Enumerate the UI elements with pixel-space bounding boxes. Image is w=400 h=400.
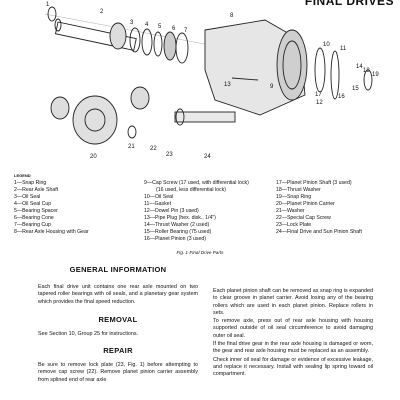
- gasket: [330, 50, 340, 100]
- callout-18: 18: [363, 68, 370, 74]
- legend-item: 19—Snap Ring: [276, 194, 312, 200]
- planet-pinion-carrier: [72, 95, 118, 145]
- callout-6: 6: [172, 26, 176, 32]
- bearing-cup: [175, 32, 189, 64]
- section-heading-general-information: GENERAL INFORMATION: [69, 265, 167, 274]
- callout-22: 22: [150, 146, 157, 152]
- callout-20: 20: [90, 154, 97, 160]
- legend-item: 23—Lock Plate: [276, 222, 312, 228]
- paragraph: Check inner oil seal for damage or evide…: [213, 356, 373, 378]
- legend-item: 24—Final Drive and Sun Pinion Shaft: [276, 229, 362, 235]
- legend-item: 15—Roller Bearing (75 used): [144, 229, 212, 235]
- callout-4: 4: [145, 22, 149, 28]
- callout-21: 21: [128, 144, 135, 150]
- section-heading-removal: REMOVAL: [98, 314, 138, 324]
- legend-item: 10—Oil Seal: [144, 194, 174, 200]
- cap-screw: [231, 77, 259, 81]
- general-information-text: Each final drive unit contains one rear …: [38, 284, 198, 305]
- rear-axle-shaft: [54, 18, 137, 51]
- legend-column-2: 9—Cap Screw (17 used, with differential …: [144, 180, 249, 243]
- snap-ring: [47, 6, 57, 22]
- callout-3: 3: [130, 20, 134, 26]
- legend-title: LEGEND: [14, 173, 31, 178]
- callout-8: 8: [230, 13, 234, 19]
- legend-item: 8—Rear Axle Housing with Gear: [14, 229, 89, 235]
- legend-item: (16 used, less differential lock): [156, 187, 226, 193]
- callout-5: 5: [158, 24, 162, 30]
- legend-item: 5—Bearing Spacer: [14, 208, 58, 214]
- legend-item: 18—Thrust Washer: [276, 187, 321, 193]
- legend-item: 16—Planet Pinion (3 used): [144, 236, 206, 242]
- callout-9: 9: [270, 84, 274, 90]
- planet-pinion: [130, 86, 150, 110]
- callout-23: 23: [166, 152, 173, 158]
- part-callouts: 1 2 3 4 5 6 7 8 9 10 11 12 13 14 15 16 1…: [46, 2, 379, 160]
- legend-item: 6—Bearing Cone: [14, 215, 54, 221]
- legend-item: 14—Thrust Washer (2 used): [144, 222, 210, 228]
- legend-column-3: 17—Planet Pinion Shaft (3 used) 18—Thrus…: [276, 180, 362, 236]
- legend-item: 2—Rear Axle Shaft: [14, 187, 59, 193]
- paragraph: Each planet pinion shaft can be removed …: [213, 288, 373, 316]
- legend-item: 17—Planet Pinion Shaft (3 used): [276, 180, 352, 186]
- legend-item: 20—Planet Pinion Carrier: [276, 201, 335, 207]
- paragraph: If the final drive gear in the rear axle…: [213, 341, 373, 355]
- callout-7: 7: [184, 28, 188, 34]
- removal-text: See Section 10, Group 25 for instruction…: [38, 330, 139, 337]
- legend-item: 3—Oil Seal: [14, 194, 41, 200]
- section-heading-repair: REPAIR: [103, 346, 133, 356]
- figure-caption: Fig. 1-Final Drive Parts: [176, 250, 224, 255]
- page-title: FINAL DRIVES: [304, 0, 394, 8]
- legend-item: 4—Oil Seal Cup: [14, 201, 52, 207]
- callout-11: 11: [340, 46, 347, 52]
- callout-10: 10: [323, 42, 330, 48]
- callout-19: 19: [372, 72, 379, 78]
- oil-seal: [129, 27, 141, 53]
- repair-text: Be sure to remove lock plate (23, Fig. 1…: [38, 362, 198, 383]
- text-column-right: Each planet pinion shaft can be removed …: [213, 288, 373, 379]
- callout-15: 15: [352, 86, 359, 92]
- legend-item: 13—Pipe Plug (hex. disk., 1/4"): [144, 215, 216, 221]
- legend-item: 7—Bearing Cup: [14, 222, 51, 228]
- washer: [127, 125, 137, 139]
- legend-item: 9—Cap Screw (17 used, with differential …: [144, 180, 249, 186]
- callout-17: 17: [315, 92, 322, 98]
- callout-12: 12: [316, 100, 323, 106]
- paragraph: To remove axle, press out of rear axle h…: [213, 318, 373, 339]
- text-column-left: GENERAL INFORMATION Each final drive uni…: [38, 265, 198, 384]
- callout-16: 16: [338, 94, 345, 100]
- callout-2: 2: [100, 9, 104, 15]
- rear-axle-housing: [204, 19, 308, 116]
- legend-item: 12—Dowel Pin (3 used): [144, 208, 199, 214]
- legend-item: 22—Special Cap Screw: [276, 215, 331, 221]
- legend-item: 11—Gasket: [144, 201, 172, 207]
- legend-item: 1—Snap Ring: [14, 180, 47, 186]
- callout-14: 14: [356, 64, 363, 70]
- snap-ring: [363, 69, 373, 91]
- callout-24: 24: [204, 154, 211, 160]
- exploded-parts-diagram: 1 2 3 4 5 6 7 8 9 10 11 12 13 14 15 16 1…: [44, 2, 379, 160]
- oil-seal: [314, 47, 326, 93]
- bearing-spacer: [153, 31, 163, 57]
- callout-1: 1: [46, 2, 50, 8]
- legend-column-1: 1—Snap Ring 2—Rear Axle Shaft 3—Oil Seal…: [14, 180, 89, 236]
- legend-item: 21—Washer: [276, 208, 305, 214]
- callout-13: 13: [224, 82, 231, 88]
- final-drive-sun-pinion-shaft: [174, 108, 236, 126]
- planet-pinion: [50, 96, 70, 120]
- oil-seal-cup: [141, 28, 153, 56]
- bearing-cone: [163, 31, 177, 61]
